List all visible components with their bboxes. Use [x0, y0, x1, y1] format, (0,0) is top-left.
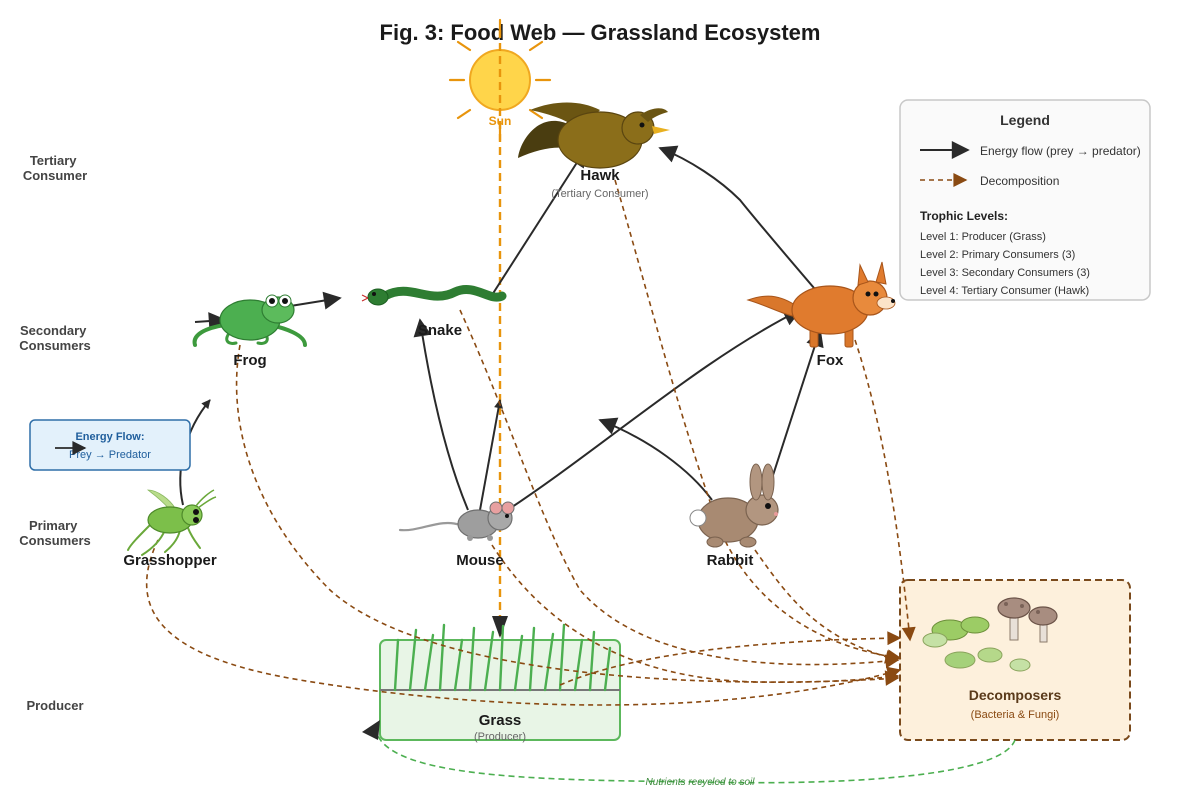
- legend-title: Legend: [1000, 112, 1050, 128]
- decomp-arrow-rabbit: [754, 549, 900, 664]
- energy-arrow-rabbit-mouse: [598, 417, 713, 501]
- energy-arrows: [179, 145, 824, 516]
- nutrient-recycle-label: Nutrients recycled to soil: [646, 777, 756, 788]
- legend-levels-title: Trophic Levels:: [920, 209, 1008, 223]
- hawk-label: Hawk: [580, 167, 620, 184]
- decomp-arrow-fox: [854, 339, 916, 642]
- energy-flow-note-text: Prey → Predator: [69, 449, 151, 461]
- mouse-icon: [398, 501, 515, 541]
- energy-arrow-snake-hawk: [491, 148, 586, 296]
- energy-flow-note-title: Energy Flow:: [75, 431, 144, 443]
- level-label-primary: Primary Consumers: [19, 518, 91, 548]
- legend-level-1: Level 1: Producer (Grass): [920, 231, 1046, 243]
- fox-icon: [746, 261, 896, 348]
- decomposers-label: Decomposers: [969, 687, 1062, 703]
- decomposers-sublabel: (Bacteria & Fungi): [971, 709, 1060, 721]
- sun-icon: [448, 18, 552, 142]
- nutrient-recycle-arrow: [377, 735, 1016, 784]
- decomp-arrow-snake: [459, 309, 900, 669]
- level-label-tertiary: Tertiary Consumer: [23, 153, 87, 183]
- fox-label: Fox: [817, 352, 844, 369]
- energy-flow-note: Energy Flow: Prey → Predator: [29, 419, 191, 471]
- decomp-arrow-grass: [559, 631, 902, 686]
- grasshopper-icon: [127, 489, 217, 556]
- decomposition-arrows: [146, 179, 916, 706]
- energy-arrow-mouse-fox: [499, 309, 802, 516]
- frog-icon: [192, 294, 307, 347]
- diagram-title: Fig. 3: Food Web — Grassland Ecosystem: [380, 20, 821, 45]
- decomp-arrow-mouse: [491, 544, 900, 685]
- energy-arrow-fox-hawk: [658, 145, 821, 296]
- legend-energy-label: Energy flow (prey → predator): [980, 144, 1141, 158]
- decomp-arrow-grasshopper: [146, 539, 902, 706]
- grass-sublabel: (Producer): [474, 731, 526, 743]
- sunlight-arrowhead: [492, 616, 508, 638]
- frog-label: Frog: [233, 352, 266, 369]
- hawk-icon: [518, 102, 670, 169]
- decomp-arrow-hawk: [614, 179, 902, 664]
- rabbit-icon: [689, 463, 779, 548]
- nutrient-recycle-arrowhead: [362, 720, 380, 740]
- legend-level-3: Level 3: Secondary Consumers (3): [920, 267, 1090, 279]
- legend-level-4: Level 4: Tertiary Consumer (Hawk): [920, 285, 1089, 297]
- energy-arrow-mouse-snake: [413, 318, 469, 511]
- level-label-producer: Producer: [26, 698, 83, 713]
- legend: Legend Energy flow (prey → predator) Dec…: [899, 99, 1151, 301]
- decomposers-node: [899, 579, 1131, 741]
- legend-level-2: Level 2: Primary Consumers (3): [920, 249, 1075, 261]
- rabbit-label: Rabbit: [707, 552, 754, 569]
- snake-label: Snake: [418, 322, 462, 339]
- grass-label: Grass: [479, 712, 522, 729]
- grass-node: [379, 623, 621, 741]
- energy-arrow-mouse-grass-stem: [479, 399, 503, 511]
- hawk-sublabel: (Tertiary Consumer): [551, 188, 648, 200]
- mushroom-icon: [997, 597, 1058, 643]
- level-label-secondary: Secondary Consumers: [19, 323, 91, 353]
- grasshopper-label: Grasshopper: [123, 552, 217, 569]
- legend-decomp-label: Decomposition: [980, 174, 1059, 188]
- energy-arrow-rabbit-fox: [764, 328, 824, 501]
- mouse-label: Mouse: [456, 552, 504, 569]
- snake-icon: [361, 285, 507, 306]
- bacteria-icon: [922, 616, 1031, 672]
